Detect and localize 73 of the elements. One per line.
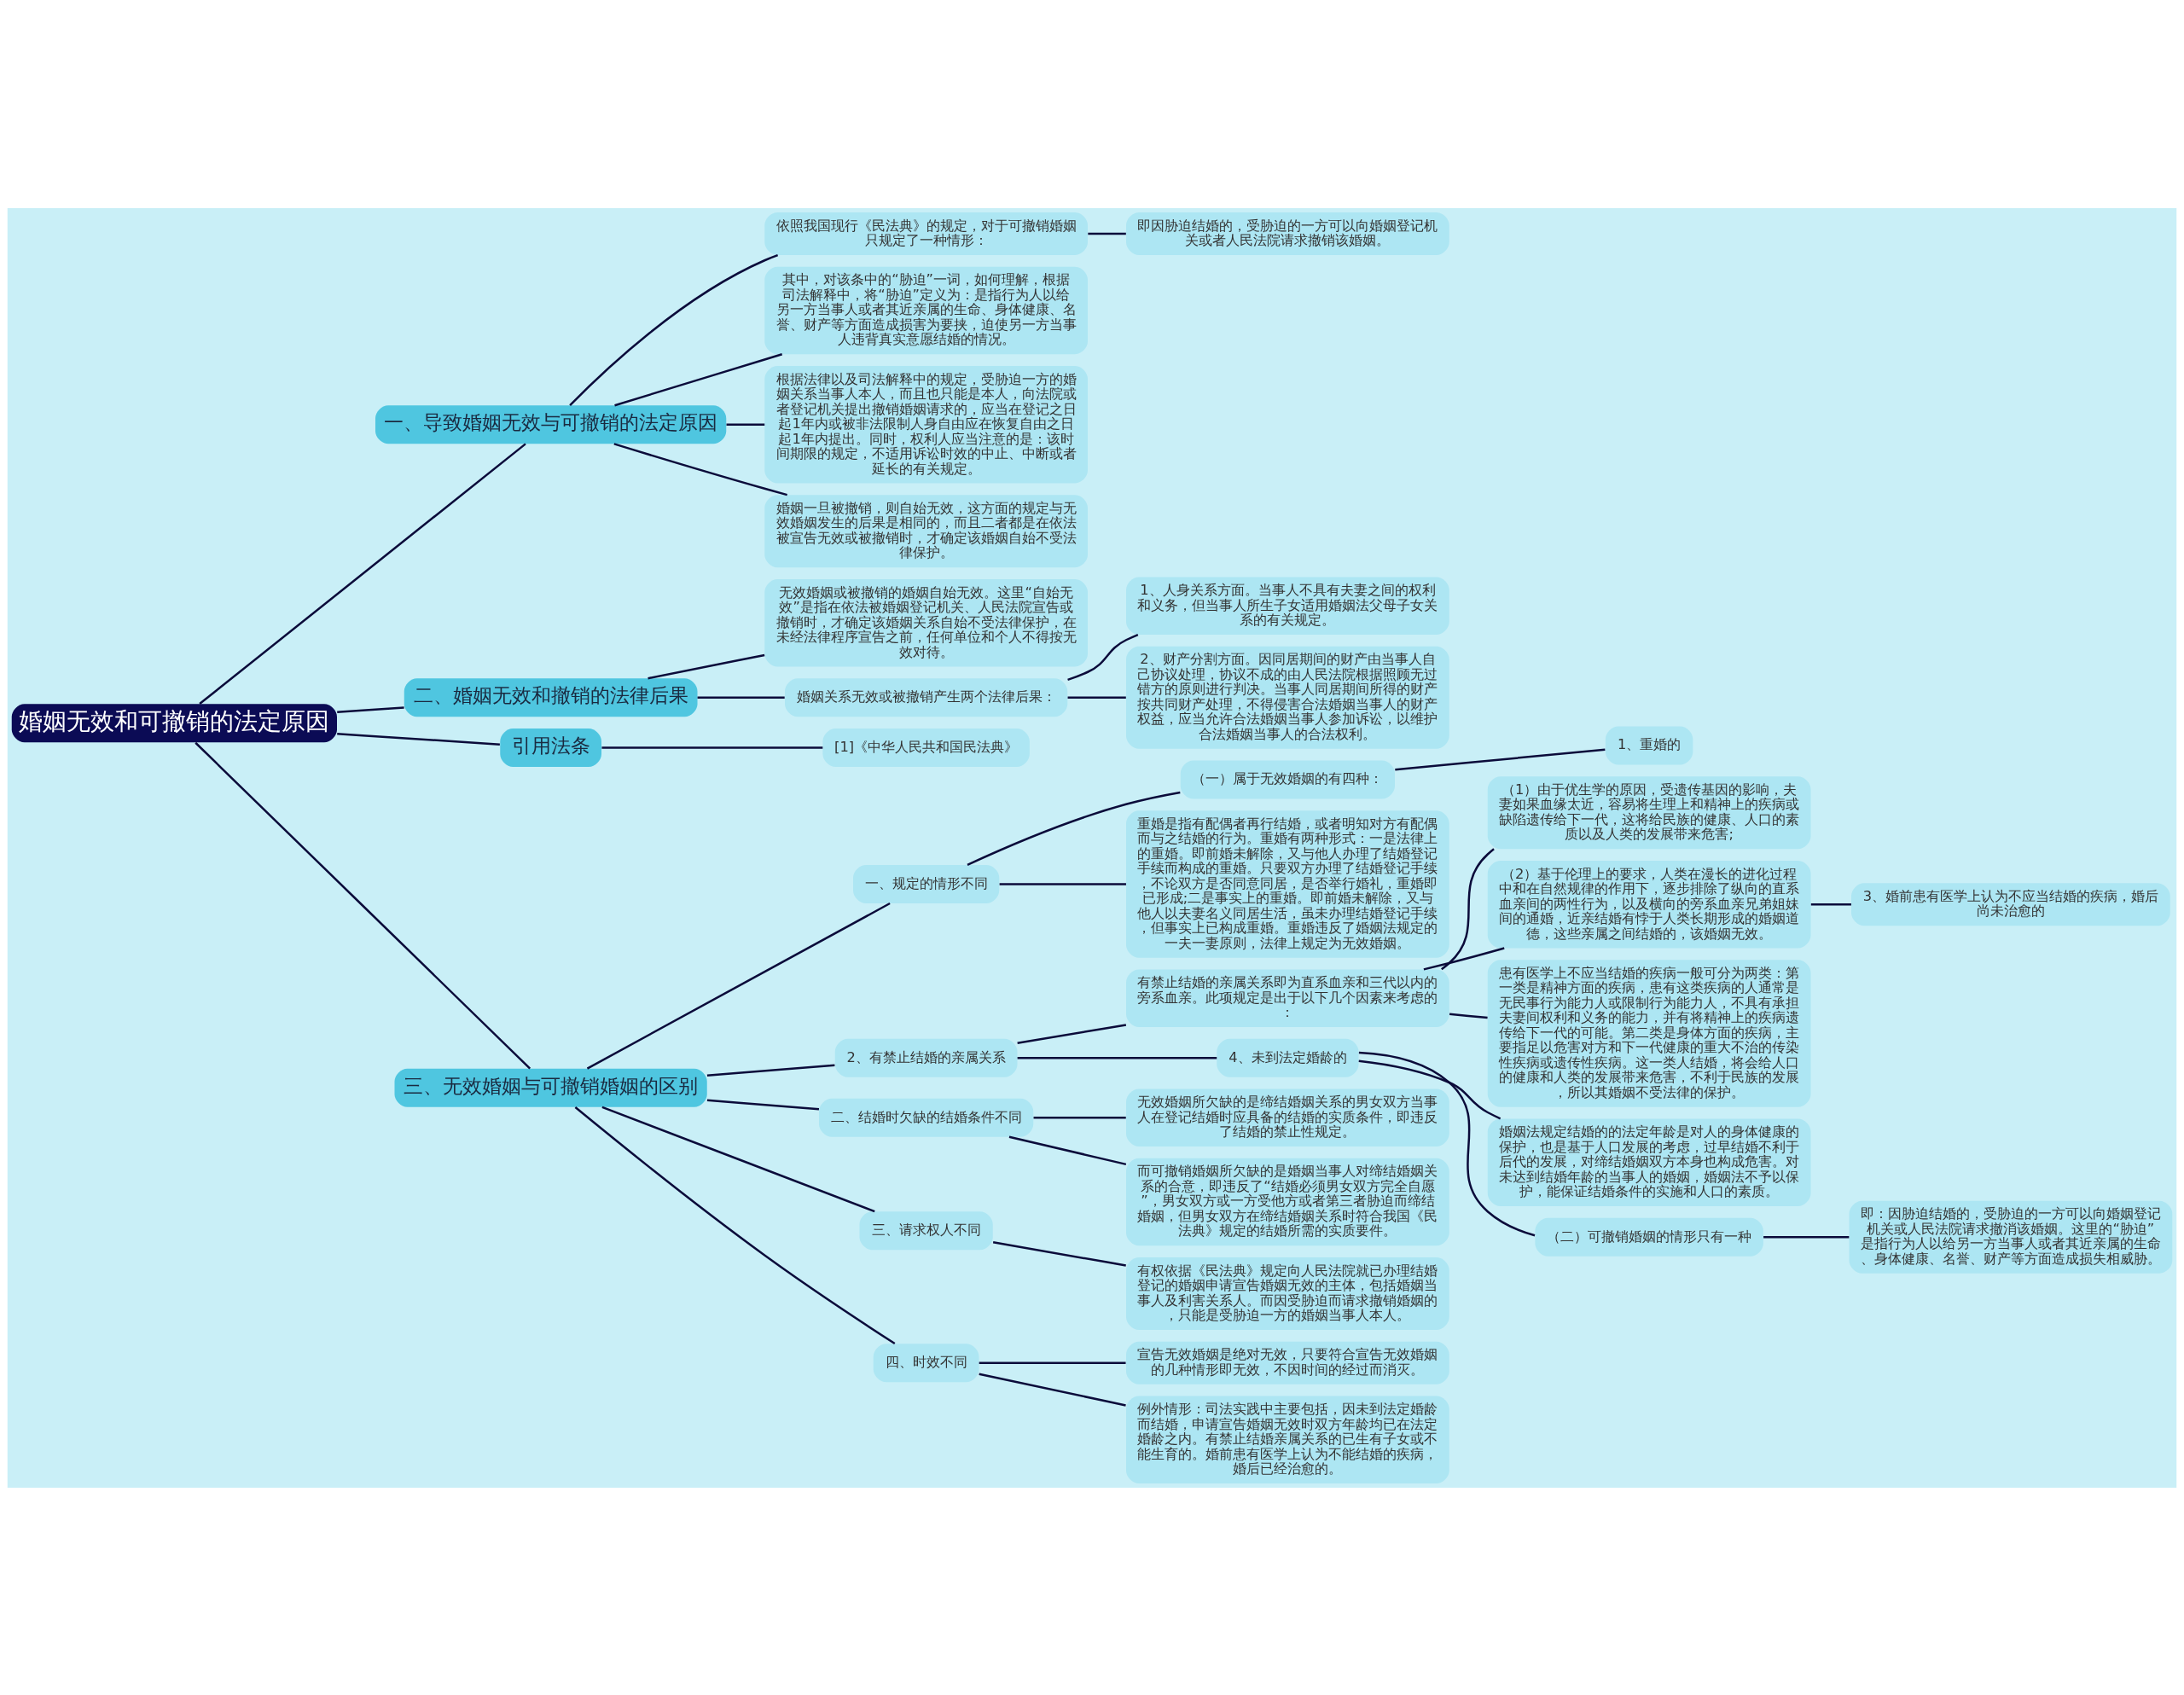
connector xyxy=(1763,1235,1850,1238)
connector xyxy=(614,352,783,406)
node-box: 2、财产分割方面。因同居期间的财产由当事人自己协议处理，协议不成的由人民法院根据照顾无过错方的原则进行判决。当事人同居期间所得的财产按共同财产处理，不得侵害合法婚姻当事人的财产权益，应当允许合法婚姻当事人参加诉讼，以维护合法婚姻当事人的合法权利。 xyxy=(1126,646,1449,749)
connector xyxy=(1017,1023,1127,1044)
node-box: 婚姻无效和可撤销的法定原因 xyxy=(11,703,337,742)
node-box: 引用法条 xyxy=(500,728,601,767)
node-box: 患有医学上不应当结婚的疾病一般可分为两类：第一类是精神方面的疾病，患有这类疾病的人通常是无民事行为能力人或限制行为能力人，不具有承担夫妻间权利和义务的能力，并有将精神上的疾病遗传给下一代的可能。第二类是身体方面的疾病，主要指足以危害对方和下一代健康的重大不治的传染性疾病或遗传性疾病。这一类人结婚，将会给人口的健康和人类的发展带来危害，不利于民族的发展，所以其婚姻不受法律的保护。 xyxy=(1487,959,1811,1107)
connector xyxy=(1033,1116,1126,1118)
connector xyxy=(706,1063,835,1077)
node-box: 无效婚姻所欠缺的是缔结婚姻关系的男女双方当事人在登记结婚时应具备的结婚的实质条件，即违反了结婚的禁止性规定。 xyxy=(1126,1088,1449,1146)
connector xyxy=(1358,1051,1536,1236)
node-box: 2、有禁止结婚的亲属关系 xyxy=(834,1038,1018,1077)
connector xyxy=(1067,696,1126,699)
connector xyxy=(999,882,1126,885)
connector xyxy=(726,423,765,426)
node-box: 有禁止结婚的亲属关系即为直系血亲和三代以内的旁系血亲。此项规定是出于以下几个因素来考虑的： xyxy=(1126,969,1449,1027)
node-box: 四、时效不同 xyxy=(873,1343,979,1382)
connector xyxy=(337,705,404,713)
node-box: 依照我国现行《民法典》的规定，对于可撤销婚姻只规定了一种情形： xyxy=(764,212,1088,255)
connector xyxy=(648,653,765,679)
node-box: 婚姻一旦被撤销，则自始无效，这方面的规定与无效婚姻发生的后果是相同的，而且二者都是在依法被宣告无效或被撤销时，才确定该婚姻自始不受法律保护。 xyxy=(764,494,1088,567)
connector xyxy=(613,442,787,496)
connector xyxy=(569,253,779,406)
connector xyxy=(967,791,1181,866)
node-box: 例外情形：司法实践中主要包括，因未到法定婚龄而结婚，申请宣告婚姻无效时双方年龄均已在法定婚龄之内。有禁止结婚亲属关系的已生有子女或不能生育的。婚前患有医学上认为不能结婚的疾病，婚后已经治愈的。 xyxy=(1126,1396,1449,1483)
connector xyxy=(601,746,823,749)
connector xyxy=(1810,903,1851,905)
connector xyxy=(1067,633,1139,681)
connector xyxy=(1017,1056,1217,1059)
node-box: 根据法律以及司法解释中的规定，受胁迫一方的婚姻关系当事人本人，而且也只能是本人，向法院或者登记机关提出撤销婚姻请求的，应当在登记之日起1年内或被非法限制人身自由应在恢复自由之日起1年内提出。同时，权利人应当注意的是：该时间期限的规定，不适用诉讼时效的中止、中断或者延长的有关规定。 xyxy=(764,365,1088,483)
node-box: 4、未到法定婚龄的 xyxy=(1217,1038,1359,1077)
node-box: 一、规定的情形不同 xyxy=(853,864,1000,903)
node-box: 有权依据《民法典》规定向人民法院就已办理结婚登记的婚姻申请宣告婚姻无效的主体，包括婚姻当事人及利害关系人。而因受胁迫而请求撤销婚姻的，只能是受胁迫一方的婚姻当事人本人。 xyxy=(1126,1257,1449,1330)
connector xyxy=(574,1106,896,1344)
node-box: 三、请求权人不同 xyxy=(859,1210,993,1250)
connector xyxy=(337,732,500,746)
node-box: 即因胁迫结婚的，受胁迫的一方可以向婚姻登记机关或者人民法院请求撤销该婚姻。 xyxy=(1126,212,1449,255)
connector xyxy=(706,1099,820,1111)
node-box: 3、婚前患有医学上认为不应当结婚的疾病，婚后尚未治愈的 xyxy=(1851,882,2170,926)
node-box: （二）可撤销婚姻的情形只有一种 xyxy=(1535,1217,1763,1257)
node-box: 婚姻法规定结婚的的法定年龄是对人的身体健康的保护，也是基于人口发展的考虑，过早结婚不利于后代的发展，对缔结婚姻双方本身也构成危害。对未达到结婚年龄的当事人的婚姻，婚姻法不予以保护，能保证结婚条件的实施和人口的素质。 xyxy=(1487,1118,1811,1206)
connector xyxy=(1449,1012,1488,1019)
node-box: 三、无效婚姻与可撤销婚姻的区别 xyxy=(394,1068,707,1107)
node-box: 二、结婚时欠缺的结婚条件不同 xyxy=(819,1098,1034,1137)
node-box: 婚姻关系无效或被撤销产生两个法律后果： xyxy=(785,677,1068,717)
node-box: 宣告无效婚姻是绝对无效，只要符合宣告无效婚姻的几种情形即无效，不因时间的经过而消灭。 xyxy=(1126,1341,1449,1384)
connector xyxy=(199,442,526,705)
connector xyxy=(1088,232,1126,235)
connector xyxy=(1395,748,1606,770)
connector xyxy=(1008,1135,1127,1165)
connector xyxy=(1441,847,1495,970)
node-box: 二、婚姻无效和撤销的法律后果 xyxy=(404,677,698,717)
connector xyxy=(1423,946,1505,971)
node-box: （2）基于伦理上的要求，人类在漫长的进化过程中和在自然规律的作用下，逐步排除了纵向的直系血亲间的两性行为，以及横向的旁系血亲兄弟姐妹间的通婚，近亲结婚有悖于人类长期形成的婚姻道德，这些亲属之间结婚的，该婚姻无效。 xyxy=(1487,860,1811,948)
node-box: [1]《中华人民共和国民法典》 xyxy=(822,728,1030,767)
node-box: 无效婚姻或被撤销的婚姻自始无效。这里“自始无效”是指在依法被婚姻登记机关、人民法院宣告或撤销时，才确定该婚姻关系自始不受法律保护，在未经法律程序宣告之前，任何单位和个人不得按无效对待。 xyxy=(764,578,1088,666)
connector xyxy=(979,1373,1126,1407)
node-box: 1、人身关系方面。当事人不具有夫妻之间的权利和义务，但当事人所生子女适用婚姻法父母子女关系的有关规定。 xyxy=(1126,577,1449,635)
connector xyxy=(979,1361,1126,1364)
node-box: 一、导致婚姻无效与可撤销的法定原因 xyxy=(375,404,727,444)
connector xyxy=(601,1106,875,1212)
node-box: 即：因胁迫结婚的，受胁迫的一方可以向婚姻登记机关或人民法院请求撤消该婚姻。这里的“胁迫”是指行为人以给另一方当事人或者其近亲属的生命、身体健康、名誉、财产等方面造成损失相威胁。 xyxy=(1849,1200,2173,1274)
node-box: 而可撤销婚姻所欠缺的是婚姻当事人对缔结婚姻关系的合意，即违反了“结婚必须男女双方完全自愿”，男女双方或一方受他方或者第三者胁迫而缔结婚姻，但男女双方在缔结婚姻关系时符合我国《民法典》规定的结婚所需的实质要件。 xyxy=(1126,1158,1449,1245)
node-box: 其中，对该条中的“胁迫”一词，如何理解，根据司法解释中，将“胁迫”定义为：是指行为人以给另一方当事人或者其近亲属的生命、身体健康、名誉、财产等方面造成损害为要挟，迫使另一方当事人违背真实意愿结婚的情况。 xyxy=(764,266,1088,354)
connector xyxy=(697,696,785,699)
node-box: （一）属于无效婚姻的有四种： xyxy=(1180,760,1395,798)
node-box: 重婚是指有配偶者再行结婚，或者明知对方有配偶而与之结婚的行为。重婚有两种形式：一是法律上的重婚。即前婚未解除，又与他人办理了结婚登记手续而构成的重婚。只要双方办理了结婚登记手续，不论双方是否同意同居，是否举行婚礼，重婚即已形成;二是事实上的重婚。即前婚未解除，又与他人以夫妻名义同居生活，虽未办理结婚登记手续，但事实上已构成重婚。重婚违反了婚姻法规定的一夫一妻原则，法律上规定为无效婚姻。 xyxy=(1126,810,1449,958)
connector xyxy=(992,1240,1126,1267)
node-box: （1）由于优生学的原因，受遗传基因的影响，夫妻如果血缘太近，容易将生理上和精神上的疾病或缺陷遗传给下一代，这将给民族的健康、人口的素质以及人类的发展带来危害; xyxy=(1487,775,1811,849)
connector xyxy=(586,902,891,1070)
connector xyxy=(1358,1059,1502,1119)
connector xyxy=(195,741,531,1070)
node-box: 1、重婚的 xyxy=(1605,726,1693,764)
